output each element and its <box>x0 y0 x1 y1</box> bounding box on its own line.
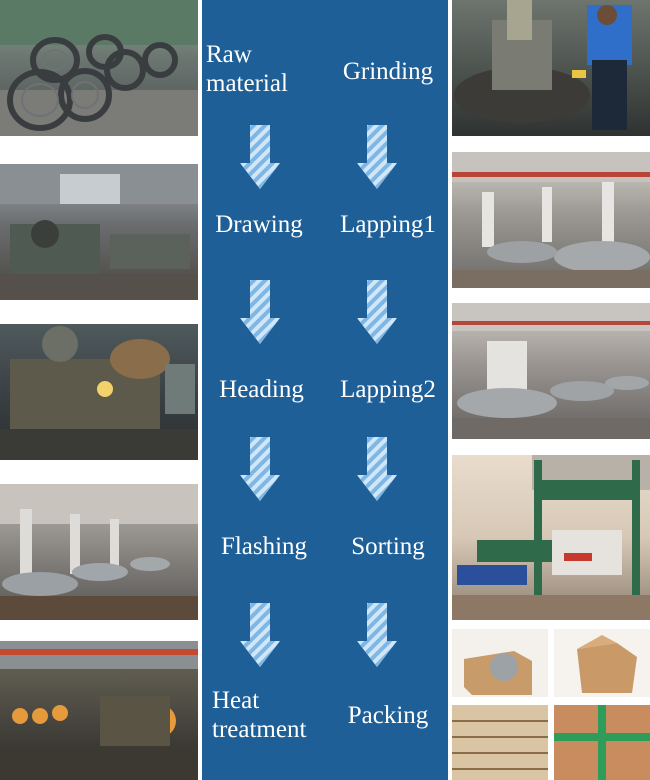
drawing-machine-photo <box>0 164 198 300</box>
grinding-machine-photo <box>452 0 650 136</box>
step-lapping1: Lapping1 <box>340 211 436 238</box>
flashing-machine-photo <box>0 484 198 620</box>
down-arrow-icon <box>240 125 280 189</box>
step-sorting: Sorting <box>351 533 425 560</box>
heading-machine-photo <box>0 324 198 460</box>
down-arrow-icon <box>357 125 397 189</box>
step-packing: Packing <box>347 702 429 729</box>
sorting-machine-photo <box>452 455 650 620</box>
wire-coil-photo <box>0 0 198 136</box>
step-flashing: Flashing <box>220 533 308 560</box>
heat-treatment-furnace-photo <box>0 641 198 780</box>
step-heat-treatment: Heat treatment <box>212 687 307 743</box>
step-heading: Heading <box>219 376 304 403</box>
down-arrow-icon <box>240 603 280 667</box>
lapping-machine-photo-2 <box>452 303 650 439</box>
down-arrow-icon <box>357 437 397 501</box>
down-arrow-icon <box>240 280 280 344</box>
step-grinding: Grinding <box>342 58 434 85</box>
down-arrow-icon <box>357 280 397 344</box>
lapping-machine-photo-1 <box>452 152 650 288</box>
down-arrow-icon <box>240 437 280 501</box>
step-raw-material: Raw material <box>206 41 288 97</box>
process-flow-panel: Raw material Drawing Heading Flashing He… <box>202 0 448 780</box>
step-drawing: Drawing <box>215 211 303 238</box>
step-lapping2: Lapping2 <box>340 376 436 403</box>
packing-cartons-photo <box>452 629 650 780</box>
down-arrow-icon <box>357 603 397 667</box>
